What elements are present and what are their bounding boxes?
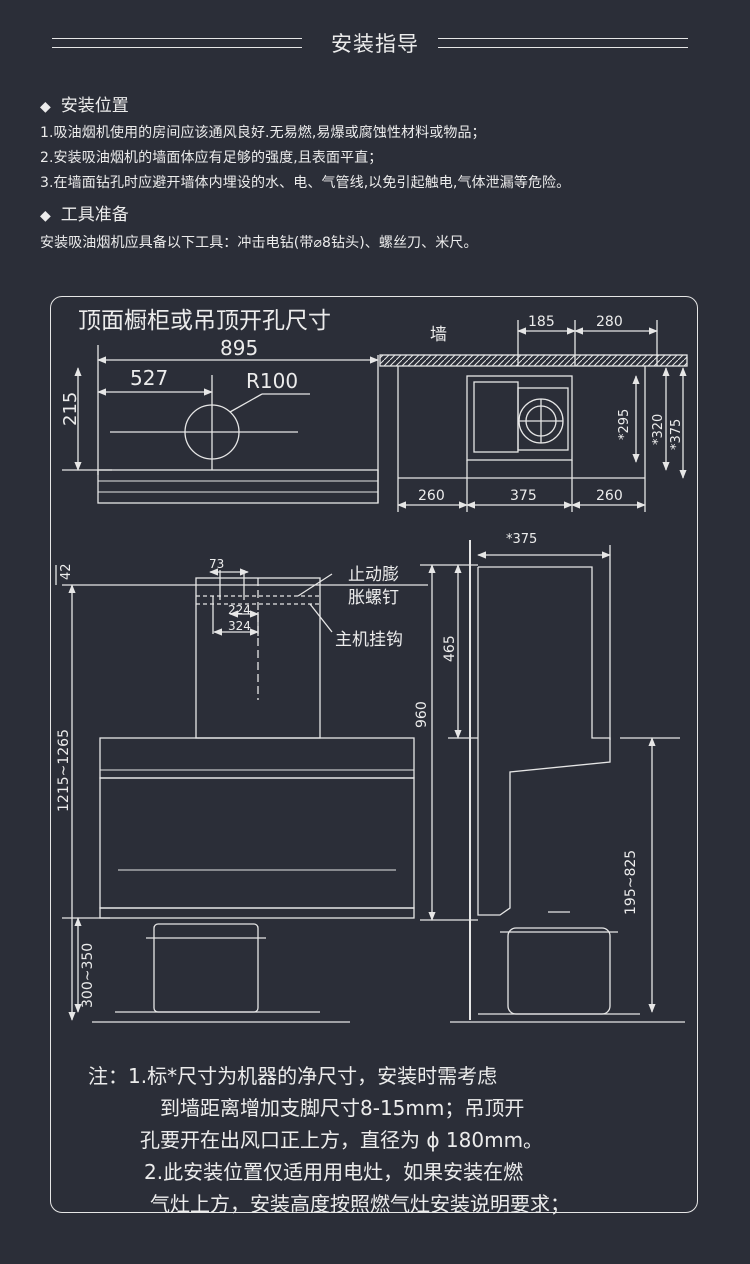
note-line-1: 注：1.标*尺寸为机器的净尺寸，安装时需考虑 <box>88 1064 498 1088</box>
dim-224: 224 <box>228 603 251 617</box>
tools-list: 安装吸油烟机应具备以下工具：冲击电钻(带⌀8钻头)、螺丝刀、米尺。 <box>40 235 478 251</box>
note-line-2: 到墙距离增加支脚尺寸8-15mm；吊顶开 <box>160 1096 525 1120</box>
label-expansion-bolt-2: 胀螺钉 <box>348 588 399 608</box>
dim-375-vertical: *375 <box>669 419 684 450</box>
label-expansion-bolt-1: 止动膨 <box>348 565 399 585</box>
dim-260-right: 260 <box>596 488 623 504</box>
header-rule-right <box>438 38 688 48</box>
dim-280: 280 <box>596 314 623 330</box>
dim-73: 73 <box>209 557 224 571</box>
dim-195-825: 195~825 <box>623 850 639 915</box>
page-title: 安装指导 <box>331 32 419 56</box>
position-rule-3: 3.在墙面钻孔时应避开墙体内埋设的水、电、气管线,以免引起触电,气体泄漏等危险。 <box>40 175 571 191</box>
dim-960: 960 <box>414 701 430 728</box>
position-rule-1: 1.吸油烟机使用的房间应该通风良好.无易燃,易爆或腐蚀性材料或物品； <box>40 125 486 141</box>
dim-295: *295 <box>617 409 632 440</box>
dim-260-left: 260 <box>418 488 445 504</box>
diagram-top-title: 顶面橱柜或吊顶开孔尺寸 <box>78 308 331 334</box>
note-line-4: 2.此安装位置仅适用用电灶，如果安装在燃 <box>144 1160 524 1184</box>
note-line-3: 孔要开在出风口正上方，直径为 ϕ 180mm。 <box>140 1128 544 1152</box>
dim-300-350: 300~350 <box>80 943 96 1008</box>
section-title-position: ◆安装位置 <box>40 96 129 116</box>
header-rule-left <box>52 38 302 48</box>
diamond-bullet-icon: ◆ <box>40 99 51 115</box>
dim-215: 215 <box>60 392 81 426</box>
section-title-tools: ◆工具准备 <box>40 205 129 225</box>
dim-465: 465 <box>442 635 458 662</box>
dim-185: 185 <box>528 314 555 330</box>
dim-320: *320 <box>651 414 666 445</box>
dim-375-horizontal: 375 <box>510 488 537 504</box>
dim-42: 42 <box>59 563 74 580</box>
dim-895: 895 <box>220 336 258 360</box>
section-header: 安装指导 <box>0 24 750 64</box>
label-wall: 墙 <box>430 325 447 345</box>
label-main-hook: 主机挂钩 <box>335 630 403 650</box>
dim-324: 324 <box>228 619 251 633</box>
dim-375-side: *375 <box>506 532 537 547</box>
installation-notes: 注：1.标*尺寸为机器的净尺寸，安装时需考虑 到墙距离增加支脚尺寸8-15mm；… <box>88 1060 570 1220</box>
diagram-panel <box>50 296 698 1213</box>
dim-527: 527 <box>130 366 168 390</box>
note-line-5: 气灶上方，安装高度按照燃气灶安装说明要求； <box>150 1192 570 1216</box>
position-rule-2: 2.安装吸油烟机的墙面体应有足够的强度,且表面平直； <box>40 150 383 166</box>
diamond-bullet-icon: ◆ <box>40 208 51 224</box>
dim-r100: R100 <box>246 369 298 393</box>
dim-1215-1265: 1215~1265 <box>56 729 72 812</box>
